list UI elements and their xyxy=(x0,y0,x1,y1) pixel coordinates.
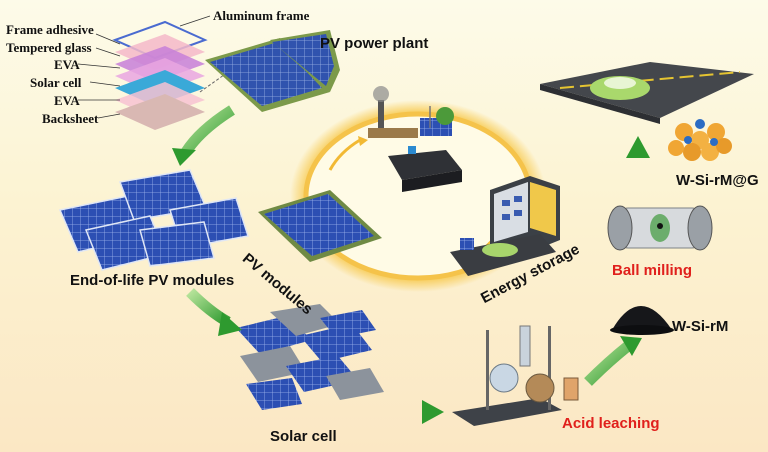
road-and-car-illustration xyxy=(540,62,754,124)
solar-cell-label: Solar cell xyxy=(270,428,337,445)
end-of-life-modules-label: End-of-life PV modules xyxy=(70,272,235,289)
layer-label-frame-adhesive: Frame adhesive xyxy=(6,22,94,37)
layer-label-solar-cell: Solar cell xyxy=(30,75,82,90)
acid-leaching-apparatus-illustration xyxy=(452,325,579,426)
w-si-rmg-label: W-Si-rM@G xyxy=(676,172,759,189)
layer-label-tempered-glass: Tempered glass xyxy=(6,40,92,55)
aluminum-frame-label: Aluminum frame xyxy=(213,8,310,23)
pv-power-plant-label: PV power plant xyxy=(320,35,429,52)
energy-storage-illustration xyxy=(450,176,560,276)
w-si-rmg-molecule-illustration xyxy=(668,119,732,161)
layer-label-eva-bottom: EVA xyxy=(54,93,80,108)
ball-mill-illustration xyxy=(607,205,713,251)
process-arrows xyxy=(172,105,650,424)
end-of-life-modules-illustration xyxy=(58,169,249,271)
pv-power-plant-illustration xyxy=(205,30,340,112)
ball-milling-label: Ball milling xyxy=(612,262,693,279)
w-si-rm-label: W-Si-rM xyxy=(672,318,729,335)
module-layers-illustration xyxy=(77,15,253,130)
solar-cell-fragments-illustration xyxy=(236,304,384,410)
w-si-rm-powder-illustration xyxy=(610,306,674,335)
acid-leaching-label: Acid leaching xyxy=(562,415,660,432)
layer-label-eva-top: EVA xyxy=(54,57,80,72)
layer-label-backsheet: Backsheet xyxy=(42,111,99,126)
